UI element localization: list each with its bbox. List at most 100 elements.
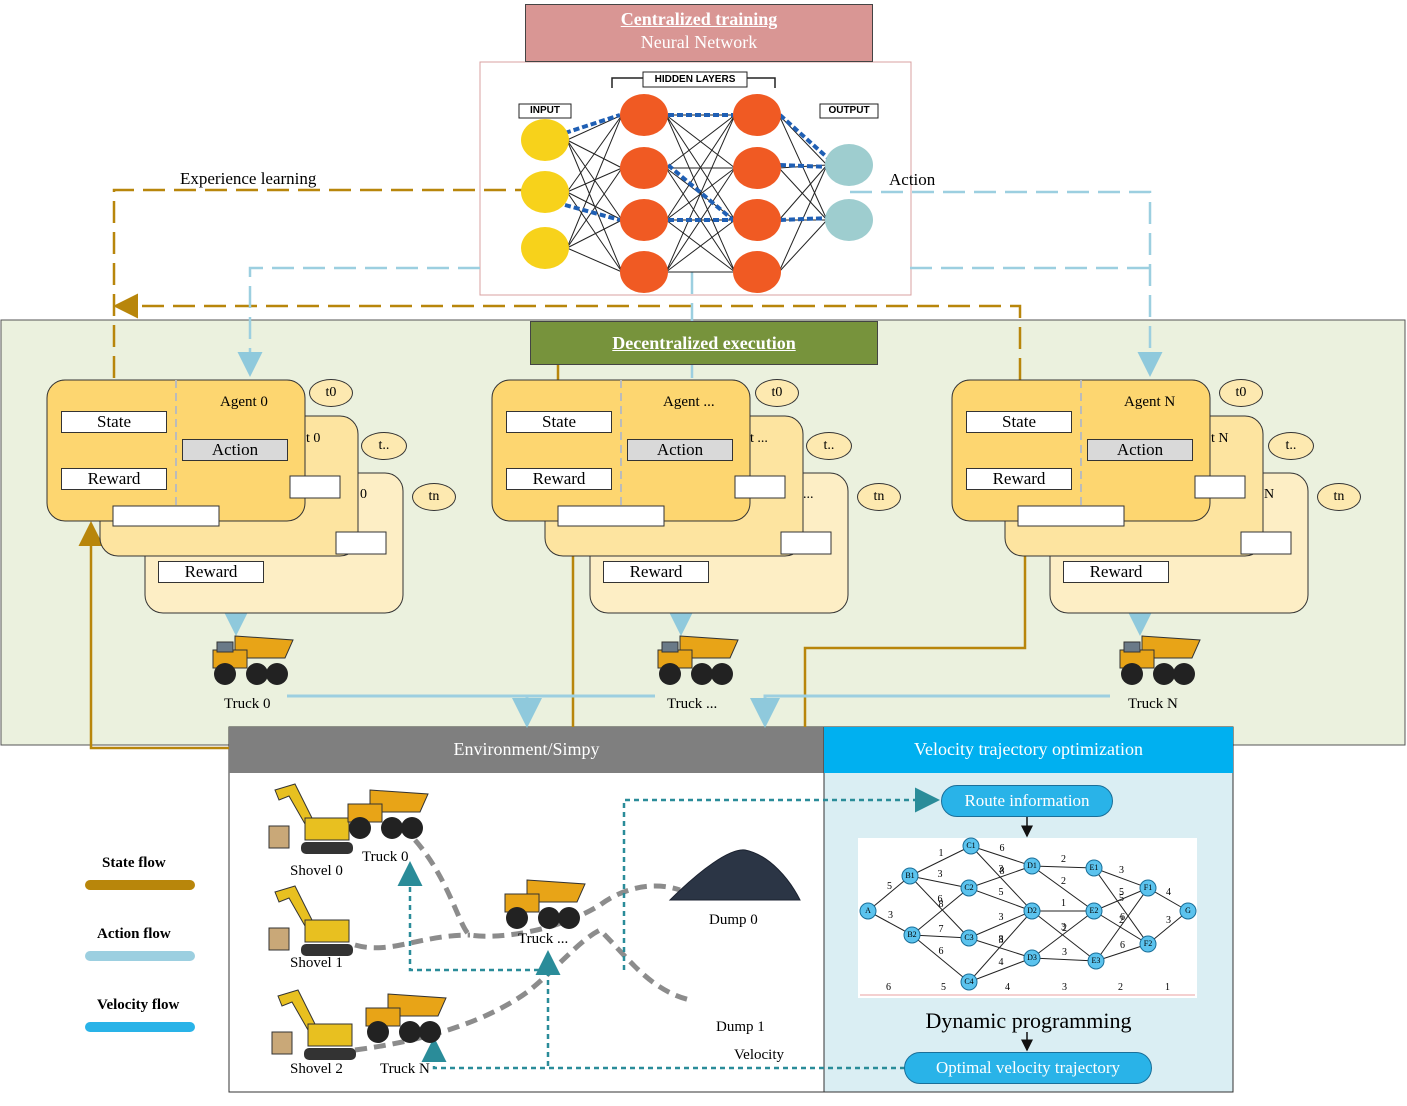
neural-network-subtitle: Neural Network — [640, 32, 758, 52]
graph-edge-weight: 3 — [1061, 921, 1066, 933]
shovel-icon — [265, 884, 355, 960]
agent-0-name: Agent 0 — [220, 394, 268, 410]
stage-cost-label: 4 — [1005, 982, 1010, 993]
nn-hidden-node — [620, 147, 668, 189]
route-information-pill: Route information — [941, 785, 1113, 817]
graph-edge-weight: 3 — [998, 864, 1004, 875]
input-label: INPUT — [530, 105, 560, 116]
nn-input-node — [521, 119, 569, 161]
decentralized-execution-header: Decentralized execution — [530, 321, 878, 365]
velocity-label: Velocity — [734, 1047, 784, 1063]
legend-action-flow-bar — [85, 951, 195, 961]
graph-edge — [968, 937, 1033, 959]
legend-velocity-flow-label: Velocity flow — [97, 997, 180, 1013]
decentralized-execution-title: Decentralized execution — [612, 333, 796, 353]
graph-edge — [909, 875, 970, 939]
agent-0-state-box: State — [61, 411, 167, 433]
nn-hidden-node — [620, 251, 668, 293]
agent-0-time-tn: tn — [412, 483, 456, 511]
graph-node — [1139, 935, 1157, 953]
agent-0-action-box: Action — [182, 439, 288, 461]
graph-edge-weight: 5 — [1119, 886, 1124, 898]
graph-node — [1087, 952, 1105, 970]
graph-node — [901, 867, 919, 885]
agent-0-time-t0: t0 — [309, 379, 353, 407]
graph-edge-weight: 5 — [998, 886, 1004, 898]
hidden-layers-label: HIDDEN LAYERS — [654, 74, 736, 85]
graph-edge — [911, 934, 970, 983]
graph-edge-weight: 8 — [998, 933, 1004, 945]
graph-node — [962, 837, 980, 855]
graph-edge-weight: 8 — [999, 865, 1005, 877]
graph-edge — [1031, 910, 1097, 962]
centralized-training-header: Centralized training Neural Network — [525, 4, 873, 62]
agent-1-back2-name: ... — [803, 487, 814, 502]
nn-output-node — [825, 144, 873, 186]
stage-cost-label: 3 — [1062, 982, 1067, 993]
graph-edge — [968, 865, 1033, 889]
graph-edge — [1031, 865, 1095, 869]
truck-icon — [1112, 628, 1202, 688]
dump-0-label: Dump 0 — [709, 912, 758, 928]
graph-node — [903, 926, 921, 944]
state-arrow-2 — [803, 523, 1038, 727]
graph-node-label: C4 — [964, 977, 974, 986]
agent-2-state-box: State — [966, 411, 1072, 433]
graph-edge — [867, 875, 911, 912]
environment-title: Environment/Simpy — [453, 739, 600, 759]
agent-2-time-tn: tn — [1317, 483, 1361, 511]
agent-1-state-box: State — [506, 411, 612, 433]
shovel-icon — [265, 782, 355, 858]
nn-input-node — [521, 227, 569, 269]
agent-2-back-name: t N — [1211, 431, 1229, 446]
truck-icon — [205, 628, 295, 688]
graph-node — [1139, 879, 1157, 897]
nn-hidden-node — [733, 94, 781, 136]
graph-node-label: F1 — [1143, 883, 1153, 892]
graph-edge — [1031, 865, 1095, 912]
agent-1-reward-box: Reward — [506, 468, 612, 490]
graph-edge-weight: 6 — [938, 945, 944, 957]
graph-node-label: C1 — [966, 841, 976, 850]
velocity-arrows — [397, 787, 940, 1070]
stage-cost-label: 2 — [1118, 982, 1123, 993]
experience-return-arrow — [113, 293, 1022, 380]
stage-cost-label: 5 — [941, 982, 946, 993]
graph-node-label: G — [1185, 906, 1191, 915]
optimal-velocity-pill: Optimal velocity trajectory — [904, 1052, 1152, 1084]
graph-edge — [911, 934, 970, 939]
graph-edge-weight: 2 — [1061, 875, 1066, 887]
graph-node-label: C3 — [964, 933, 974, 942]
graph-edge — [1147, 910, 1189, 945]
graph-node-label: D2 — [1027, 906, 1037, 915]
nn-input-node — [521, 171, 569, 213]
graph-edge-weight: 4 — [1166, 886, 1171, 898]
graph-edge — [968, 910, 1033, 983]
truck-2-label: Truck N — [1128, 696, 1178, 712]
agent-0-time-tmid: t.. — [361, 432, 407, 460]
graph-node-label: D1 — [1027, 861, 1037, 870]
graph-edge-weight: 2 — [1062, 923, 1067, 934]
graph-edge — [1095, 887, 1149, 962]
graph-node-label: E2 — [1089, 906, 1099, 915]
agent-2-action-box: Action — [1087, 439, 1193, 461]
graph-edge — [909, 875, 970, 889]
dynamic-programming-label: Dynamic programming — [925, 1008, 1132, 1033]
velocity-opt-title: Velocity trajectory optimization — [914, 739, 1143, 759]
legend-state-flow-label: State flow — [102, 855, 166, 871]
agent-2-back2-name: N — [1264, 487, 1275, 502]
shovel-1-label: Shovel 1 — [290, 955, 343, 971]
graph-edge-weight: 1 — [1061, 898, 1066, 909]
experience-learning-label: Experience learning — [180, 169, 317, 188]
truck-icon — [340, 782, 430, 842]
nn-hidden-node — [620, 94, 668, 136]
graph-edge-weight: 3 — [998, 911, 1004, 923]
agent-2-name: Agent N — [1124, 394, 1176, 410]
nn-hidden-node — [733, 147, 781, 189]
graph-node-label: D3 — [1027, 953, 1037, 962]
graph-edge-weight: 3 — [1166, 914, 1171, 926]
graph-edge — [970, 845, 1033, 912]
graph-edge-weight: 3 — [888, 910, 893, 921]
env-truck-1-label: Truck ... — [518, 931, 569, 947]
